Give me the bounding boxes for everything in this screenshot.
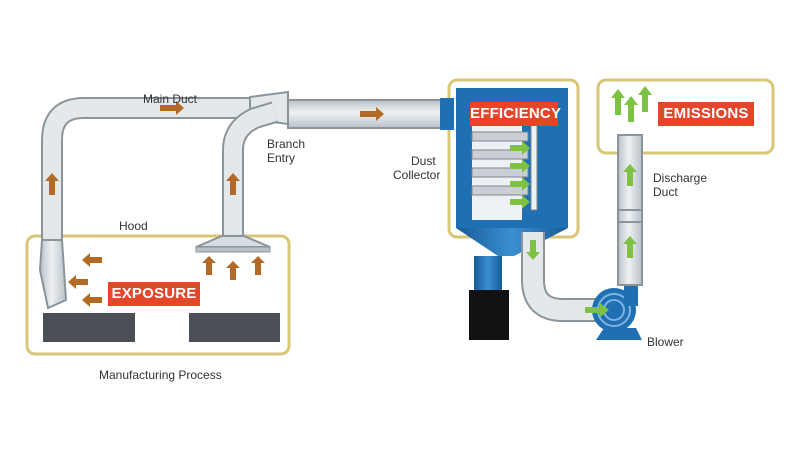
branch-entry-label-line2: Entry: [267, 151, 296, 165]
canopy-hood: [195, 235, 271, 253]
arrow-collector-3: [510, 177, 530, 191]
left-hood: [38, 239, 68, 310]
discharge-duct-label-line1: Discharge: [653, 171, 708, 185]
arrow-hood-left-3: [82, 293, 102, 307]
arrow-collector-1: [510, 141, 530, 155]
branch-duct: [222, 101, 279, 240]
main-duct: [41, 90, 454, 240]
arrow-emission-3: [638, 86, 652, 112]
arrow-collector-4: [510, 195, 530, 209]
dirty-air-arrows: [45, 101, 384, 307]
discharge-duct: [617, 134, 643, 286]
dust-collector-label-line1: Dust: [411, 154, 436, 168]
machine-right: [189, 313, 280, 342]
arrow-hood-left-2: [68, 275, 88, 289]
arrow-canopy-1: [202, 256, 216, 275]
arrow-to-blower: [585, 303, 609, 317]
blower-label: Blower: [647, 335, 684, 349]
emissions-tag: EMISSIONS: [658, 102, 754, 126]
dust-hopper: [469, 290, 509, 340]
emissions-zone-outline: [596, 78, 775, 155]
arrow-emission-1: [611, 89, 625, 115]
exposure-tag: EXPOSURE: [108, 282, 200, 306]
dust-collector-label-line2: Collector: [393, 168, 441, 182]
process-zone-outline: [25, 234, 291, 356]
efficiency-tag: EFFICIENCY: [470, 102, 561, 126]
manufacturing-process-label: Manufacturing Process: [99, 368, 222, 382]
arrow-collector-down: [526, 240, 540, 260]
blower: [592, 282, 642, 340]
arrow-discharge-lower: [623, 236, 637, 258]
arrow-discharge-upper: [623, 164, 637, 186]
branch-entry-label-line1: Branch: [267, 137, 306, 151]
hood-label: Hood: [119, 219, 148, 233]
arrow-collector-2: [510, 159, 530, 173]
arrow-main-duct-2: [360, 107, 384, 121]
arrow-emission-2: [624, 96, 638, 122]
arrow-canopy-2: [226, 261, 240, 280]
clean-air-arrows: [510, 86, 652, 317]
arrow-left-rising: [45, 173, 59, 195]
arrow-main-duct: [160, 101, 184, 115]
main-duct-label: Main Duct: [143, 92, 198, 106]
arrow-branch-rising: [226, 173, 240, 195]
collector-to-blower-duct: [521, 232, 600, 322]
discharge-duct-label-line2: Duct: [653, 185, 678, 199]
arrow-canopy-3: [251, 256, 265, 275]
machine-left: [43, 313, 135, 342]
arrow-hood-left-1: [82, 253, 102, 267]
